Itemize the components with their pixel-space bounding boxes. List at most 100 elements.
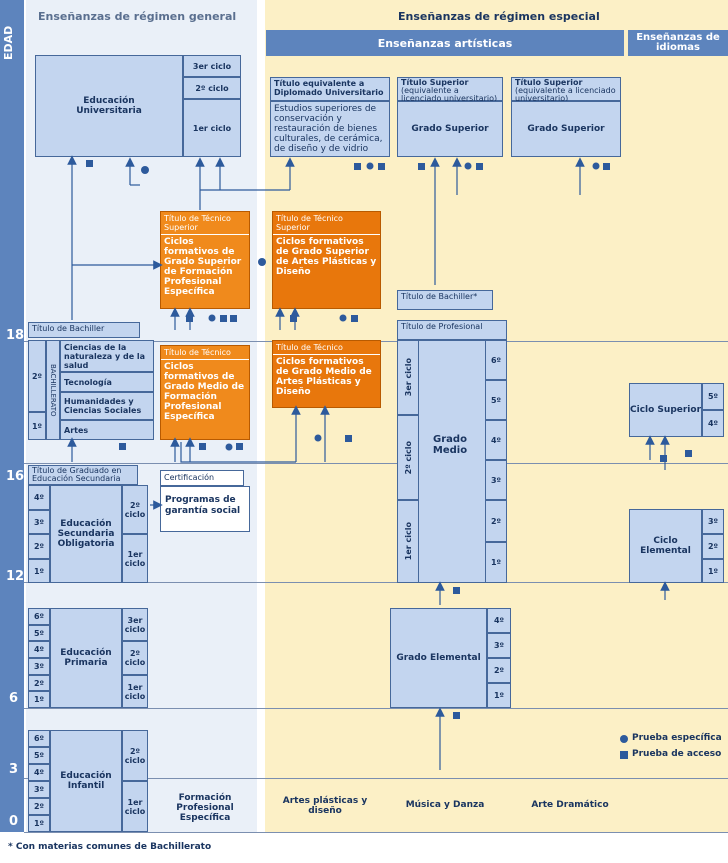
bottom-label-drama: Arte Dramático <box>531 800 609 810</box>
grado-superior-1: Grado Superior <box>397 101 503 157</box>
idiomas-sup-course-5: 5º <box>702 383 724 410</box>
uni-cycle-1: 1er ciclo <box>183 99 241 157</box>
musica-course-1: 1º <box>485 542 507 583</box>
artes-medio-label: Ciclos formativos de Grado Medio de Arte… <box>276 357 372 397</box>
line-age-6 <box>24 708 728 709</box>
uni-cycle-2: 2º ciclo <box>183 77 241 99</box>
infantil-course-3: 3º <box>28 781 50 798</box>
titulo-diplomado-tab-text: Título equivalente a Diplomado Universit… <box>274 79 384 97</box>
idiomas-superior-box: Ciclo Superior <box>629 383 702 437</box>
musica-grado-medio-label: Grado Medio <box>432 434 468 456</box>
titulo-superior-2-tab: Título Superior (equivalente a licenciad… <box>511 77 621 103</box>
musica-cycle-2: 2º ciclo <box>397 415 419 500</box>
fp-medio-tab: Título de Técnico <box>161 346 249 360</box>
musica-cycle-1: 1er ciclo <box>397 500 419 583</box>
bach-course-1: 1º <box>28 412 46 440</box>
primaria-cycle-1: 1er ciclo <box>122 675 148 708</box>
age-6: 6 <box>9 691 19 706</box>
musica-course-3: 3º <box>485 460 507 500</box>
line-age-12 <box>24 582 728 583</box>
bottom-label-musica: Música y Danza <box>405 800 485 810</box>
infantil-box: Educación Infantil <box>50 730 122 832</box>
legend-square-icon <box>620 751 628 759</box>
musica-profesional-tab: Título de Profesional <box>397 320 507 340</box>
bachiller-tab: Título de Bachiller <box>28 322 140 338</box>
eso-cycle-2: 2º ciclo <box>122 485 148 534</box>
legend-square-label: Prueba de acceso <box>632 749 722 759</box>
musica-bachiller-text: Título de Bachiller <box>401 292 474 301</box>
eso-course-4: 4º <box>28 485 50 510</box>
musica-cycle-1-text: 1er ciclo <box>403 522 413 561</box>
garantia-box: Programas de garantía social <box>160 486 250 532</box>
artes-superior-box: Título de Técnico Superior Ciclos format… <box>272 211 381 309</box>
bottom-label-fp: Formación Profesional Específica <box>176 793 234 823</box>
header-especial: Enseñanzas de régimen especial <box>398 10 600 23</box>
primaria-cycle-2: 2º ciclo <box>122 641 148 675</box>
idiomas-el-course-3: 3º <box>702 509 724 534</box>
age-axis-bar <box>0 0 24 832</box>
infantil-cycle-1: 1er ciclo <box>122 781 148 832</box>
infantil-course-6: 6º <box>28 730 50 747</box>
line-age-0 <box>24 832 728 833</box>
idiomas-elemental-box: Ciclo Elemental <box>629 509 702 583</box>
titulo-superior-1-sub: (equivalente a licenciado universitario) <box>401 86 498 103</box>
universidad-label: Educación Universitaria <box>76 96 142 116</box>
musica-asterisk: * <box>473 292 478 301</box>
titulo-superior-2-sub: (equivalente a licenciado universitario) <box>515 86 616 103</box>
musica-course-2: 2º <box>485 500 507 542</box>
titulo-diplomado-body: Estudios superiores de conservación y re… <box>270 101 390 157</box>
age-16: 16 <box>6 469 25 484</box>
bach-vertical-text: BACHILLERATO <box>49 363 57 417</box>
fp-medio-box: Título de Técnico Ciclos formativos de G… <box>160 345 250 440</box>
uni-cycle-3: 3er ciclo <box>183 55 241 77</box>
elemental-course-1: 1º <box>487 683 511 708</box>
eso-tab: Título de Graduado en Educación Secundar… <box>28 465 138 485</box>
musica-bachiller-tab: Título de Bachiller* <box>397 290 493 310</box>
fp-medio-label: Ciclos formativos de Grado Medio de Form… <box>164 362 245 422</box>
primaria-course-6: 6º <box>28 608 50 625</box>
legend-circle-label: Prueba específica <box>632 733 722 743</box>
eso-course-3: 3º <box>28 510 50 534</box>
titulo-superior-2-title: Título Superior <box>515 78 583 87</box>
idiomas-el-course-2: 2º <box>702 534 724 559</box>
infantil-course-4: 4º <box>28 764 50 781</box>
age-3: 3 <box>9 762 19 777</box>
infantil-cycle-2: 2º ciclo <box>122 730 148 781</box>
artes-medio-tab: Título de Técnico <box>273 341 380 355</box>
eso-box: Educación Secundaria Obligatoria <box>50 485 122 583</box>
eso-course-1: 1º <box>28 559 50 583</box>
header-general: Enseñanzas de régimen general <box>38 10 237 23</box>
bach-branch-4: Artes <box>60 420 154 440</box>
elemental-course-4: 4º <box>487 608 511 633</box>
fp-superior-box: Título de Técnico Superior Ciclos format… <box>160 211 250 309</box>
bach-branch-1: Ciencias de la naturaleza y de la salud <box>60 340 154 372</box>
age-18: 18 <box>6 328 25 343</box>
musica-cycle-2-text: 2º ciclo <box>403 440 413 475</box>
eso-cycle-1: 1er ciclo <box>122 534 148 583</box>
fp-superior-tab: Título de Técnico Superior <box>161 212 249 235</box>
age-axis-title: EDAD <box>2 25 15 60</box>
garantia-tab: Certificación <box>160 470 244 486</box>
age-12: 12 <box>6 569 25 584</box>
bottom-label-artes: Artes plásticas y diseño <box>282 796 368 816</box>
footnote: * Con materias comunes de Bachillerato <box>8 842 212 852</box>
fp-superior-label: Ciclos formativos de Grado Superior de F… <box>164 237 242 297</box>
line-age-3 <box>24 778 728 779</box>
artes-superior-label: Ciclos formativos de Grado Superior de A… <box>276 237 377 277</box>
primaria-course-4: 4º <box>28 641 50 658</box>
bach-course-2: 2º <box>28 340 46 412</box>
bach-branch-2: Tecnología <box>60 372 154 392</box>
eso-course-2: 2º <box>28 534 50 559</box>
titulo-superior-1-tab: Título Superior (equivalente a licenciad… <box>397 77 503 103</box>
musica-course-5: 5º <box>485 380 507 420</box>
line-age-16 <box>24 463 728 464</box>
primaria-course-3: 3º <box>28 658 50 675</box>
artes-medio-box: Título de Técnico Ciclos formativos de G… <box>272 340 381 408</box>
titulo-superior-1-title: Título Superior <box>401 78 469 87</box>
primaria-course-2: 2º <box>28 675 50 691</box>
header-artisticas: Enseñanzas artísticas <box>266 30 624 56</box>
universidad-box: Educación Universitaria <box>35 55 183 157</box>
legend-circle-icon <box>620 735 628 743</box>
musica-course-4: 4º <box>485 420 507 460</box>
